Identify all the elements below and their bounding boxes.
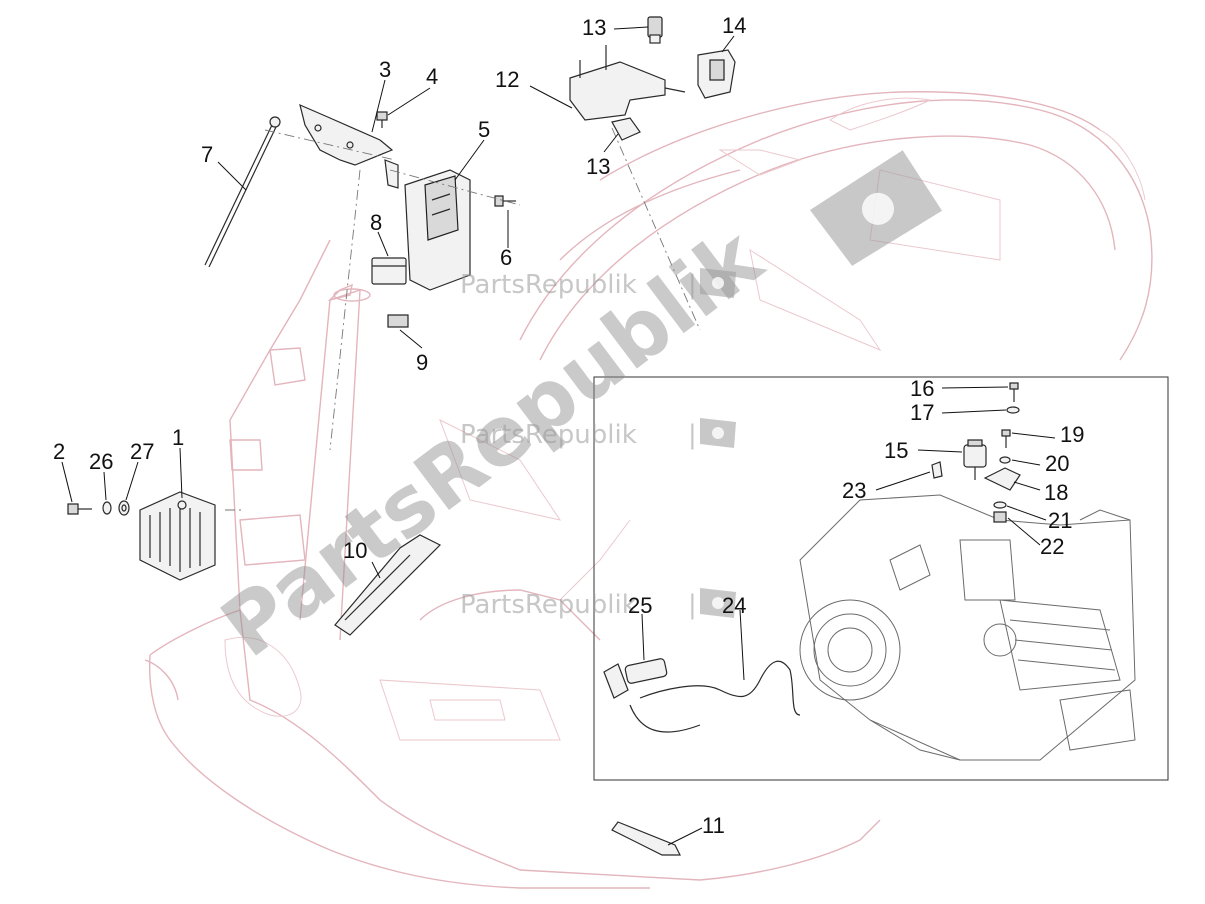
- callout-11: 11: [702, 813, 725, 838]
- screw-16: [1009, 382, 1019, 402]
- screw-19: [1001, 429, 1011, 448]
- washer-26: [102, 501, 112, 515]
- callout-9: 9: [416, 350, 428, 375]
- callout-12: 12: [495, 67, 519, 92]
- callout-20: 20: [1045, 451, 1069, 476]
- bracket-18: [983, 467, 1021, 491]
- watermark-row-1: PartsRepublik |: [460, 268, 736, 300]
- callout-18: 18: [1044, 480, 1068, 505]
- scooter-frame: [144, 91, 1153, 889]
- callout-10: 10: [343, 538, 367, 563]
- assembly-lines: [225, 127, 701, 511]
- washer-21: [993, 501, 1007, 509]
- gear-flag-icon: [700, 418, 736, 448]
- watermark-row-3: PartsRepublik |: [460, 588, 736, 620]
- callout-1: 1: [172, 425, 184, 450]
- callout-26: 26: [89, 449, 113, 474]
- svg-text:|: |: [688, 270, 697, 300]
- washer-17: [1006, 406, 1020, 414]
- clip-13-bottom: [611, 117, 641, 141]
- callout-5: 5: [478, 117, 490, 142]
- tie-strap-7: [204, 116, 281, 268]
- callout-24: 24: [722, 593, 746, 618]
- connector-25: [603, 658, 668, 699]
- detail-inset-box: [593, 376, 1169, 781]
- spacer-22: [993, 511, 1007, 523]
- bracket-3: [299, 103, 399, 189]
- callout-22: 22: [1040, 534, 1064, 559]
- callout-17: 17: [910, 400, 934, 425]
- engine-block: [799, 494, 1136, 761]
- washer-27: [118, 500, 130, 516]
- watermark-row-2: PartsRepublik |: [460, 418, 736, 450]
- sensor-23: [931, 461, 943, 479]
- cover-10: [334, 534, 442, 636]
- screw-2: [67, 503, 92, 515]
- callout-3: 3: [379, 57, 391, 82]
- callout-6: 6: [500, 245, 512, 270]
- callout-15: 15: [884, 438, 908, 463]
- connector-13-top: [647, 16, 663, 44]
- rubber-holder-9: [387, 314, 409, 328]
- svg-text:PartsRepublik: PartsRepublik: [460, 420, 637, 450]
- svg-text:PartsRepublik: PartsRepublik: [460, 270, 637, 300]
- bracket-12: [569, 45, 686, 121]
- callout-23: 23: [842, 478, 866, 503]
- callout-7: 7: [201, 142, 213, 167]
- svg-text:|: |: [688, 420, 697, 450]
- callout-2: 2: [53, 439, 65, 464]
- callouts: 1 2 26 27 3 4 5 6 7 8 9 10 11 12 13 13 1…: [53, 13, 1084, 838]
- callout-13-bottom: 13: [586, 154, 610, 179]
- voltage-regulator-1: [139, 491, 216, 581]
- stop-switch-15: [963, 439, 987, 480]
- control-unit-5: [404, 169, 471, 291]
- gear-flag-icon: [700, 588, 736, 618]
- screw-4: [376, 111, 388, 128]
- callout-27: 27: [130, 439, 154, 464]
- callout-25: 25: [628, 593, 652, 618]
- leader-lines: [61, 26, 1056, 846]
- svg-text:PartsRepublik: PartsRepublik: [460, 590, 637, 620]
- cover-11: [611, 821, 681, 856]
- callout-4: 4: [426, 64, 438, 89]
- svg-text:|: |: [688, 590, 697, 620]
- callout-16: 16: [910, 376, 934, 401]
- callout-13-top: 13: [582, 15, 606, 40]
- horn-relay-14: [697, 49, 736, 99]
- gear-flag-icon: [810, 150, 943, 266]
- callout-21: 21: [1048, 508, 1072, 533]
- watermark: PartsRepublik PartsRepublik | PartsRepub…: [205, 150, 943, 676]
- screw-6: [494, 195, 516, 207]
- cable-24: [629, 660, 801, 733]
- relay-8: [371, 257, 407, 285]
- callout-14: 14: [722, 13, 746, 38]
- callout-8: 8: [370, 210, 382, 235]
- callout-19: 19: [1060, 422, 1084, 447]
- gear-flag-icon: [700, 268, 736, 298]
- washer-20: [999, 456, 1011, 464]
